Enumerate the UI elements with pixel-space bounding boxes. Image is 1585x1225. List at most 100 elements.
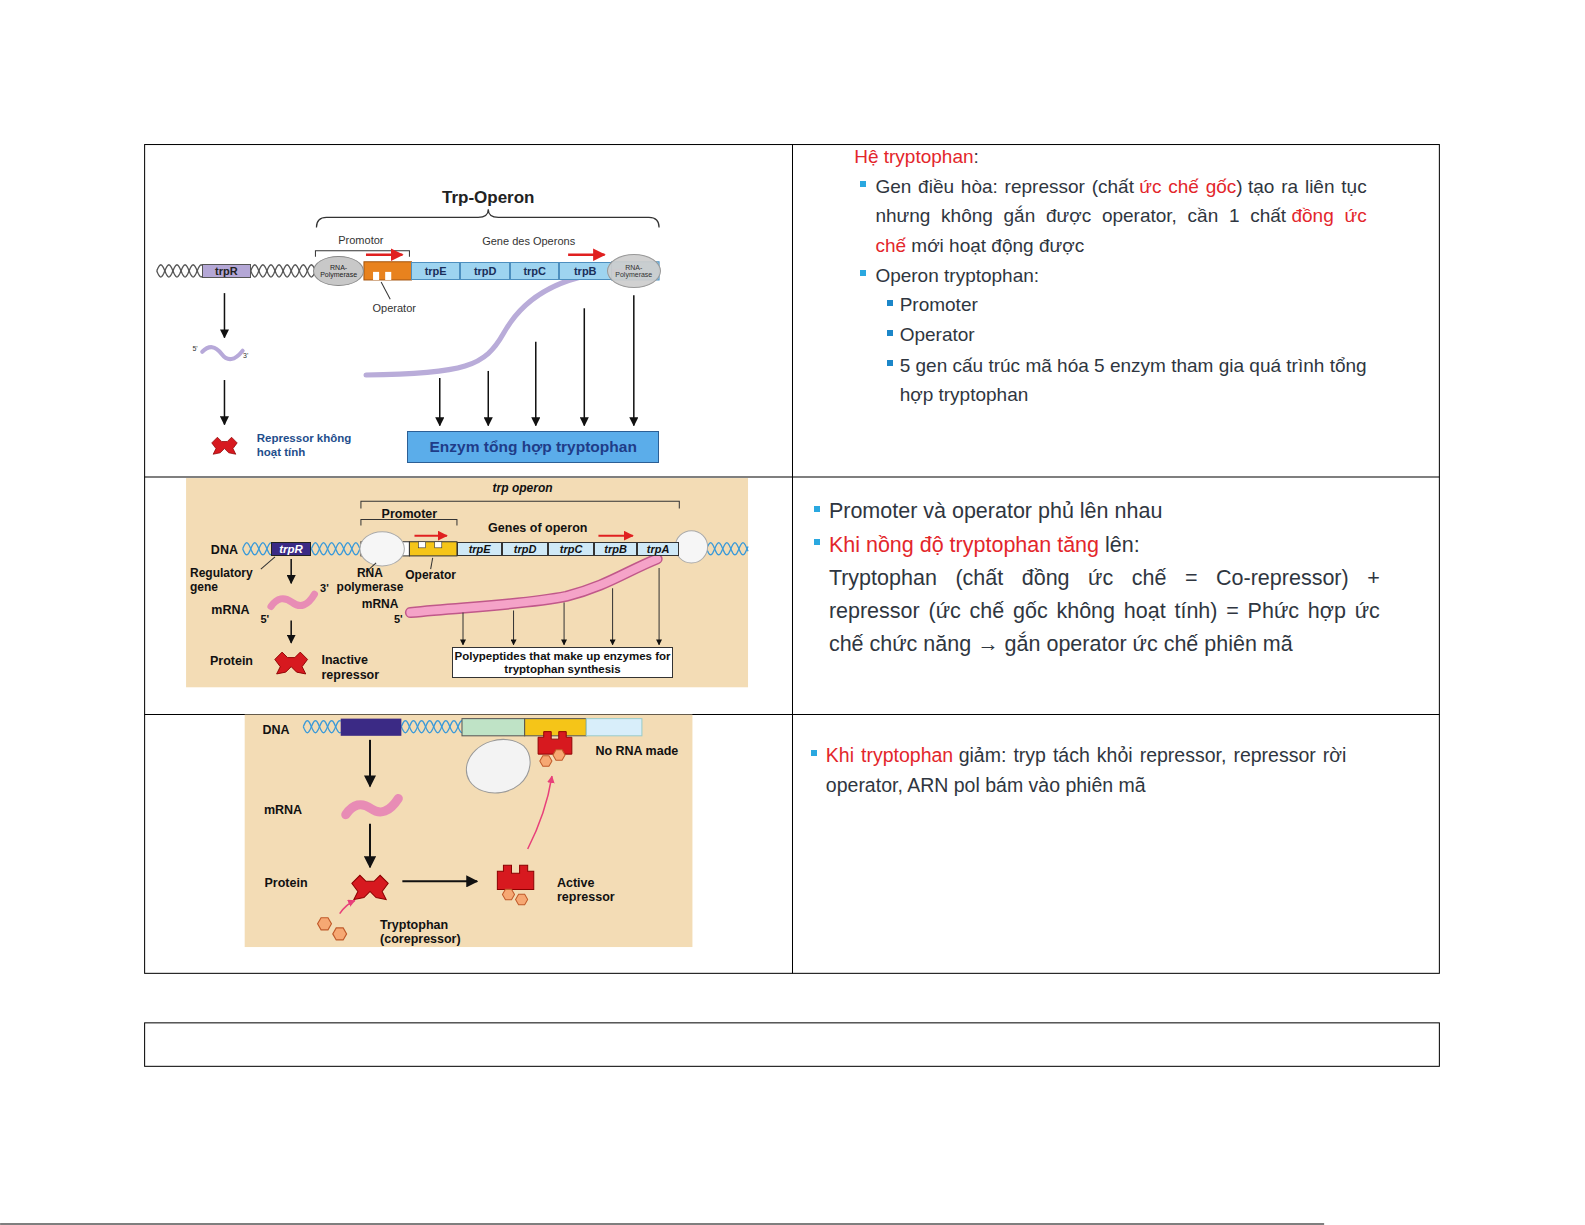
node-text: Enzym tổng hợp tryptophan xyxy=(430,438,637,455)
dna-helix xyxy=(303,721,340,733)
node-text: trpC xyxy=(523,265,546,277)
dna-helix xyxy=(707,543,748,555)
strand-end-label: 5' xyxy=(260,612,269,625)
promoter-segment xyxy=(462,719,525,736)
rna-polymerase-ellipse: RNA-Polymerase xyxy=(607,254,662,288)
transcription-arrow xyxy=(568,253,604,256)
polypeptide-box: Polypeptides that make up enzymes for tr… xyxy=(452,647,673,678)
text-paragraph: Hệ tryptophan: xyxy=(854,142,1366,172)
strand-end-label: 3' xyxy=(243,352,248,360)
part-label: Promotor xyxy=(338,233,383,246)
flow-arrow xyxy=(290,559,292,583)
tryptophan-molecule xyxy=(553,750,565,761)
part-label: mRNA xyxy=(211,602,249,616)
gene-box: trpC xyxy=(548,542,594,556)
translation-arrow xyxy=(612,588,613,645)
leader-line xyxy=(381,282,390,299)
rna-polymerase-ellipse: RNA-Polymerase xyxy=(313,256,364,286)
text-paragraph: Operon tryptophan: xyxy=(875,261,1366,291)
tryptophan-molecule xyxy=(502,889,514,900)
dna-helix xyxy=(401,721,462,733)
part-label: Protein xyxy=(210,654,253,668)
figure-title: trp operon xyxy=(493,482,553,496)
tryptophan-molecule xyxy=(333,928,347,940)
table-grid xyxy=(145,145,1440,974)
part-label: Operator xyxy=(373,302,416,315)
repressor-shape xyxy=(275,652,308,674)
body-text: mới hoạt động được xyxy=(911,235,1084,256)
mrna-strand xyxy=(346,798,399,814)
node-text: trpE xyxy=(469,543,491,555)
translation-arrow xyxy=(535,342,537,426)
node-text: RNA-Polymerase xyxy=(314,264,363,279)
table-grid xyxy=(145,1023,1440,1066)
body-text: 5 gen cấu trúc mã hóa 5 enzym tham gia q… xyxy=(900,355,1367,406)
highlight-text: Khi tryptophan xyxy=(826,744,953,766)
text-paragraph: Gen điều hòa: repressor (chấtức chế gốc)… xyxy=(875,172,1366,261)
gene-box: trpD xyxy=(502,542,547,556)
gene-box: trpB xyxy=(559,262,612,280)
dna-helix xyxy=(243,543,271,555)
operator-notch xyxy=(419,542,426,548)
operator-segment xyxy=(409,542,457,556)
part-label: DNA xyxy=(262,723,289,737)
node-text: trpR xyxy=(279,543,303,556)
regulatory-gene-segment xyxy=(341,719,402,736)
dna-helix xyxy=(311,543,361,555)
repressor-shape xyxy=(352,875,388,899)
mrna-strand xyxy=(271,594,314,606)
part-label: mRNA xyxy=(362,599,399,613)
table-grid xyxy=(145,477,1440,478)
translation-arrow xyxy=(488,371,490,426)
text-paragraph: Promoter và operator phủ lên nhau xyxy=(829,495,1380,528)
part-label: Gene des Operons xyxy=(482,234,575,247)
translation-arrow xyxy=(633,295,635,425)
translation-arrow xyxy=(462,613,463,645)
gene-box: trpC xyxy=(510,262,559,280)
gene-box: trpB xyxy=(594,542,636,556)
table-grid xyxy=(0,1223,1324,1224)
tryptophan-molecule xyxy=(318,918,332,930)
node-text: RNA-Polymerase xyxy=(608,264,661,279)
flow-arrow xyxy=(224,293,226,337)
part-label: Operator xyxy=(405,569,456,583)
rna-polymerase-shape xyxy=(360,532,404,566)
table-grid xyxy=(0,145,1439,1224)
text-paragraph: Operator xyxy=(900,320,1367,350)
translation-arrow xyxy=(513,610,514,644)
transcription-arrow xyxy=(366,253,402,256)
dna-helix xyxy=(251,265,316,277)
body-text: Tryptophan (chất đồng ức chế = Co-repres… xyxy=(829,566,1380,656)
strand-end-label: 5' xyxy=(394,612,403,625)
transcription-arrow xyxy=(598,535,632,537)
text-paragraph: Promoter xyxy=(900,290,1367,320)
node-text: Polypeptides that make up enzymes for tr… xyxy=(453,650,672,675)
body-text: Promoter và operator phủ lên nhau xyxy=(829,499,1162,523)
body-text: lên: xyxy=(1105,533,1140,557)
strand-end-label: 5' xyxy=(192,345,197,353)
operator-segment xyxy=(525,719,587,736)
regulatory-gene-box: trpR xyxy=(202,264,251,278)
mrna-strand xyxy=(410,559,657,613)
table-grid xyxy=(792,145,793,974)
repressor-shape xyxy=(212,437,237,454)
flow-arrow xyxy=(369,740,371,786)
strand-end-label: 3' xyxy=(320,582,329,595)
dna-helix xyxy=(311,543,361,555)
dna-helix xyxy=(157,265,202,277)
figure-trp-operon-1 xyxy=(157,209,659,454)
dna-helix xyxy=(707,543,748,555)
gene-segment xyxy=(586,719,642,736)
operator-notch xyxy=(373,272,379,280)
node-text: trpB xyxy=(604,543,627,555)
dna-helix xyxy=(401,721,462,733)
binding-arrow xyxy=(340,901,355,914)
part-label: Active repressor xyxy=(557,875,633,904)
gene-box: trpE xyxy=(457,542,502,556)
part-label: Tryptophan (corepressor) xyxy=(380,918,481,947)
node-text: trpB xyxy=(574,265,597,277)
figure-trp-operon-2 xyxy=(186,478,748,687)
translation-arrow xyxy=(584,308,586,425)
translation-arrow xyxy=(659,568,660,645)
